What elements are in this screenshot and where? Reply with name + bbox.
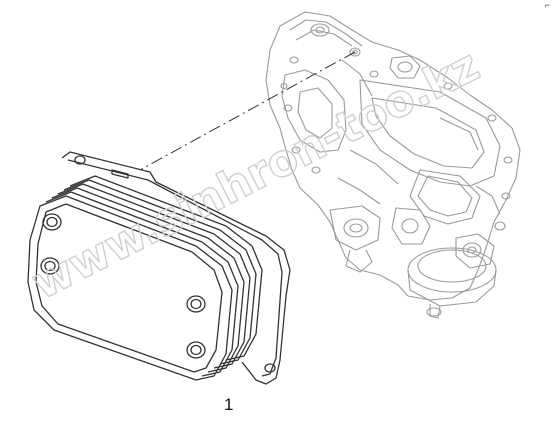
oil-cooler	[27, 151, 291, 385]
engine-block-housing	[265, 11, 521, 319]
assembly-centerline	[139, 51, 356, 171]
cooler-port-hole	[186, 295, 206, 313]
corner-mark: ⌐	[544, 0, 550, 10]
cooler-gasket	[61, 151, 291, 385]
part-callout-1: 1	[224, 395, 234, 414]
cooler-front-plate	[27, 195, 233, 381]
cooler-port-hole	[42, 213, 62, 231]
cooler-port-hole	[186, 341, 206, 359]
cooler-port-hole	[40, 257, 60, 275]
